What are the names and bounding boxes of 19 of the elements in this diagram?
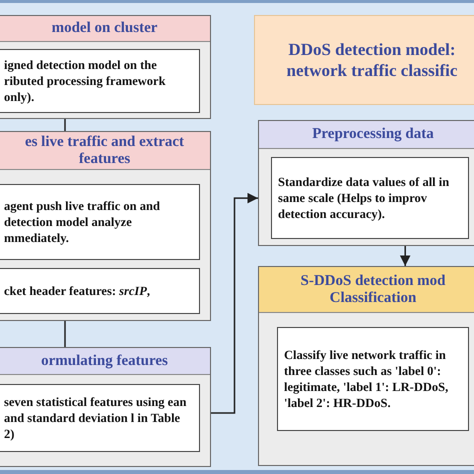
description-text: cket header features: srcIP,	[0, 268, 200, 314]
description-text: Classify live network traffic in three classes such as 'label 0': legitimate, 'label 1': LR-DDoS, 'label 2': HR-DDoS.	[277, 327, 469, 431]
panel-heading: model on cluster	[0, 16, 210, 42]
title-box: DDoS detection model: network traffic classific	[254, 15, 474, 105]
description-text: seven statistical features using ean and standard deviation l in Table 2)	[0, 384, 200, 452]
panel-heading: es live traffic and extract features	[0, 132, 210, 170]
connector-arrow	[400, 246, 410, 266]
step-panel	[258, 120, 474, 246]
description-text: igned detection model on the ributed processing framework only).	[0, 49, 200, 113]
description-text: Standardize data values of all in same scale (Helps to improv detection accuracy).	[271, 157, 469, 239]
step-panel	[0, 131, 211, 321]
connector-arrow	[211, 192, 258, 414]
step-panel	[0, 347, 211, 467]
step-panel	[0, 15, 211, 119]
panel-heading: S-DDoS detection mod Classification	[259, 267, 474, 313]
step-panel	[258, 266, 474, 466]
description-text: agent push live traffic on and detection model analyze mmediately.	[0, 184, 200, 260]
panel-heading: ormulating features	[0, 348, 210, 375]
panel-heading: Preprocessing data	[259, 121, 474, 149]
